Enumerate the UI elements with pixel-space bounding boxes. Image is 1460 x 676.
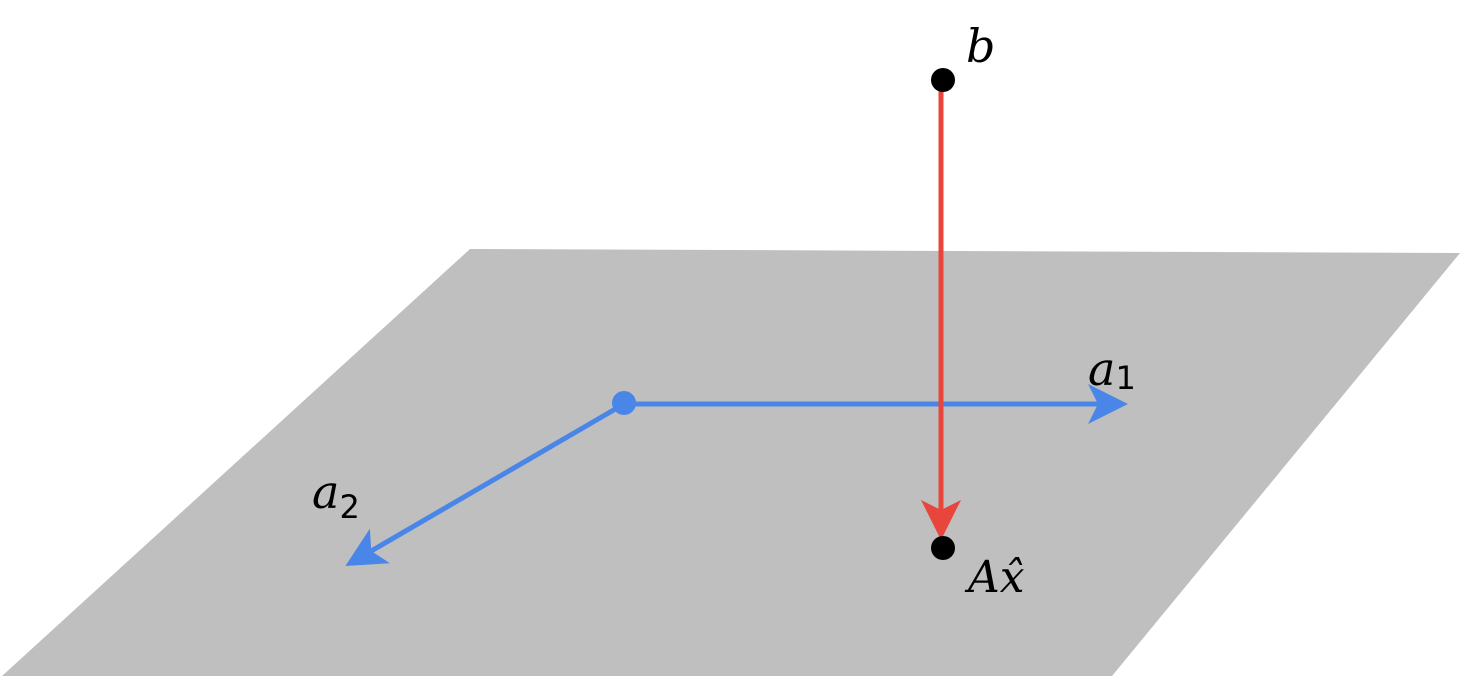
- origin-point: [612, 391, 636, 415]
- label-a1: a1: [1088, 342, 1136, 397]
- vector-a2: [345, 401, 626, 567]
- label-ax-hat: Ax̂: [964, 552, 1025, 603]
- column-space-plane: [2, 249, 1460, 676]
- label-a2: a2: [312, 465, 360, 526]
- point-b: [931, 68, 955, 92]
- point-ax-hat: [931, 536, 955, 560]
- label-b: b: [966, 19, 995, 73]
